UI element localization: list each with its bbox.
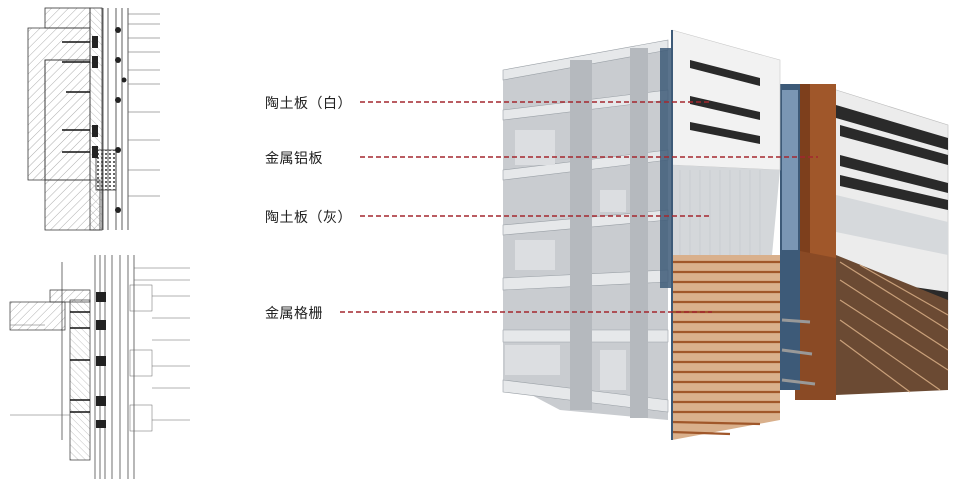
section-detail-drawing-top — [27, 7, 160, 231]
callout-label-aluminum-panel: 金属铝板 — [265, 151, 323, 167]
connector-stair — [780, 84, 816, 390]
main-block-interior — [502, 39, 674, 420]
main-block-facade — [671, 29, 781, 440]
callout-label-metal-grille: 金属格栅 — [265, 306, 323, 322]
leader-lines — [340, 101, 818, 313]
callout-label-grey-terracotta: 陶土板（灰） — [265, 210, 352, 226]
building-render — [502, 29, 949, 440]
right-wing — [795, 84, 949, 400]
section-detail-drawing-bottom — [9, 255, 190, 479]
callout-label-white-terracotta: 陶土板（白） — [265, 96, 352, 112]
